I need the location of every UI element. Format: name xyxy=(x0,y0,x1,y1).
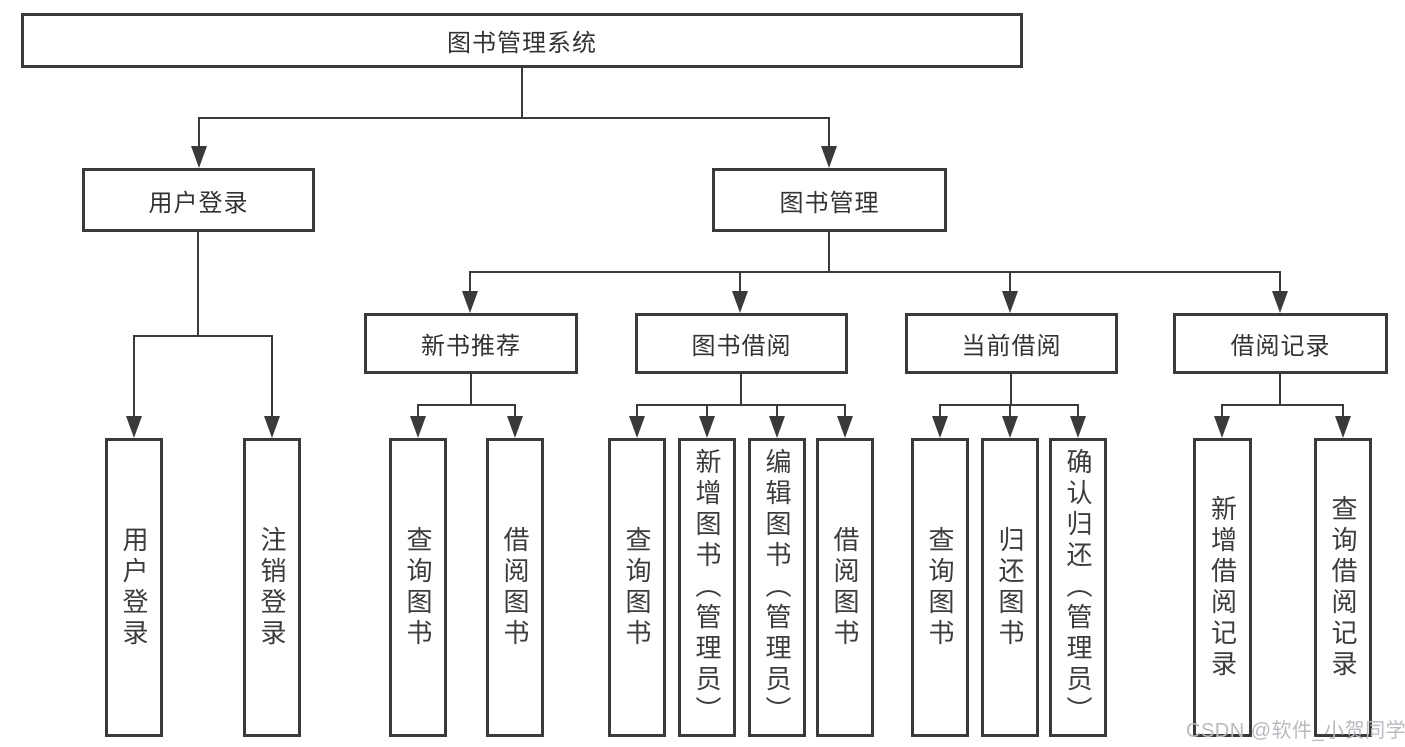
node-label: 借阅记录 xyxy=(1230,333,1331,360)
node-label: 图书借阅 xyxy=(691,333,792,360)
leaf-label: 编辑图书（管理员） xyxy=(762,448,792,727)
leaf-confirm-return-admin: 确认归还（管理员） xyxy=(1049,438,1107,737)
leaf-label: 确认归还（管理员） xyxy=(1063,448,1093,727)
arrow-down-icon xyxy=(1335,416,1351,438)
leaf-label: 注销登录 xyxy=(257,525,287,650)
leaf-logout: 注销登录 xyxy=(243,438,301,737)
arrow-down-icon xyxy=(1214,416,1230,438)
arrow-down-icon xyxy=(699,416,715,438)
node-book-borrowing: 图书借阅 xyxy=(635,313,848,374)
leaf-query-books-borrowing: 查询图书 xyxy=(608,438,666,737)
connector-user-login-to-leaves xyxy=(133,231,273,420)
node-root-system: 图书管理系统 xyxy=(21,13,1023,68)
arrow-down-icon xyxy=(126,416,142,438)
node-label: 用户登录 xyxy=(148,189,249,217)
leaf-user-login: 用户登录 xyxy=(105,438,163,737)
node-new-book-recommendation: 新书推荐 xyxy=(364,313,578,374)
node-label: 图书管理 xyxy=(779,189,880,217)
leaf-borrow-books: 借阅图书 xyxy=(816,438,874,737)
connector-root-to-level2 xyxy=(198,68,830,150)
arrow-down-icon xyxy=(837,416,853,438)
arrow-down-icon xyxy=(462,291,478,313)
leaf-label: 新增借阅记录 xyxy=(1207,494,1238,681)
node-label: 新书推荐 xyxy=(421,333,521,360)
leaf-label: 查询图书 xyxy=(925,525,955,650)
node-label: 当前借阅 xyxy=(961,333,1062,360)
arrow-down-icon xyxy=(821,146,837,168)
leaf-edit-books-admin: 编辑图书（管理员） xyxy=(748,438,806,737)
arrow-down-icon xyxy=(932,416,948,438)
leaf-return-books: 归还图书 xyxy=(981,438,1039,737)
node-book-management: 图书管理 xyxy=(712,168,947,232)
leaf-label: 用户登录 xyxy=(119,525,149,650)
arrow-down-icon xyxy=(1070,416,1086,438)
leaf-add-borrow-record: 新增借阅记录 xyxy=(1193,438,1252,737)
arrow-down-icon xyxy=(264,416,280,438)
leaf-label: 查询借阅记录 xyxy=(1328,494,1358,681)
node-current-borrowing: 当前借阅 xyxy=(905,313,1118,374)
node-borrowing-records: 借阅记录 xyxy=(1173,313,1388,374)
leaf-borrow-books-recommend: 借阅图书 xyxy=(486,438,544,737)
node-user-login: 用户登录 xyxy=(82,168,315,232)
leaf-label: 查询图书 xyxy=(403,525,433,650)
connector-new-book-to-leaves xyxy=(417,373,516,420)
leaf-label: 新增图书（管理员） xyxy=(692,448,722,727)
arrow-down-icon xyxy=(191,146,207,168)
leaf-label: 查询图书 xyxy=(622,525,652,650)
arrow-down-icon xyxy=(507,416,523,438)
leaf-label: 借阅图书 xyxy=(830,525,860,650)
leaf-query-books-current: 查询图书 xyxy=(911,438,969,737)
connector-borrow-record-to-leaves xyxy=(1221,373,1344,420)
leaf-label: 借阅图书 xyxy=(500,525,530,650)
connector-book-borrow-to-leaves xyxy=(636,373,846,420)
connector-book-mgmt-to-level3 xyxy=(469,231,1281,295)
arrow-down-icon xyxy=(1272,291,1288,313)
arrow-down-icon xyxy=(1002,416,1018,438)
leaf-add-books-admin: 新增图书（管理员） xyxy=(678,438,736,737)
leaf-query-books-recommend: 查询图书 xyxy=(389,438,447,737)
connector-current-borrow-to-leaves xyxy=(939,373,1079,420)
arrow-down-icon xyxy=(769,416,785,438)
leaf-query-borrow-record: 查询借阅记录 xyxy=(1314,438,1372,737)
arrow-down-icon xyxy=(1002,291,1018,313)
leaf-label: 归还图书 xyxy=(995,525,1025,650)
arrow-down-icon xyxy=(629,416,645,438)
watermark: CSDN @软件_小贺同学 xyxy=(1186,720,1405,742)
arrow-down-icon xyxy=(732,291,748,313)
node-label: 图书管理系统 xyxy=(447,30,597,57)
arrow-down-icon xyxy=(410,416,426,438)
